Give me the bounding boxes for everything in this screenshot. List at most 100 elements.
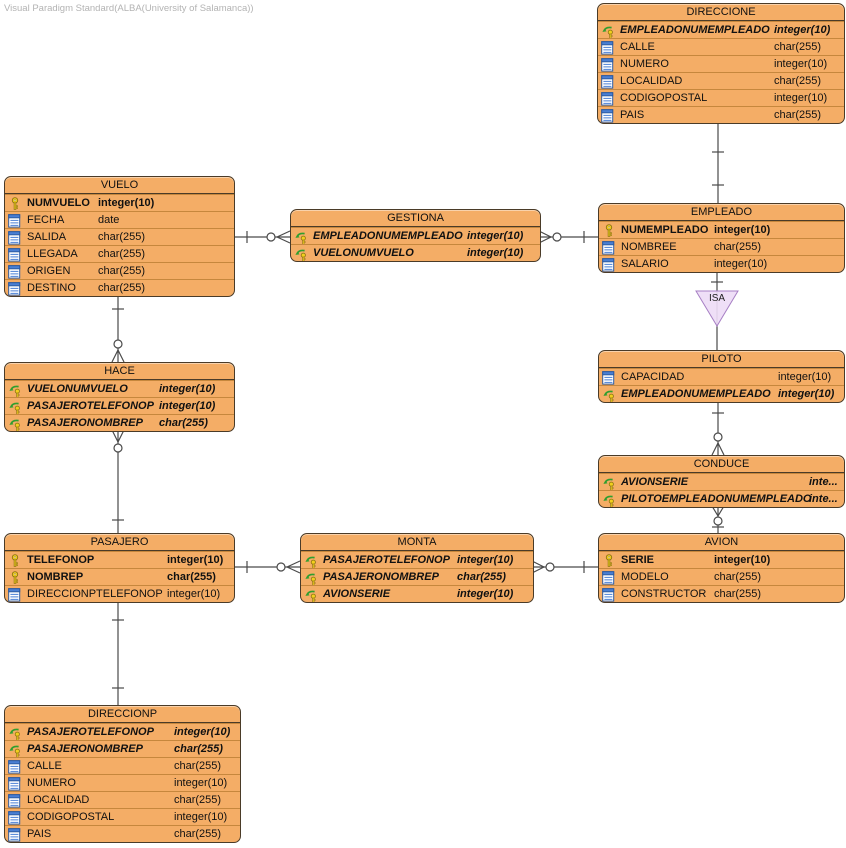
rel-vuelo-gestiona[interactable] [233, 230, 291, 244]
isa-triangle[interactable] [695, 290, 739, 327]
column-name: PASAJEROTELEFONOP [27, 400, 154, 412]
column-icon [602, 371, 616, 385]
column-name: FECHA [27, 214, 65, 226]
fk-key-icon [304, 554, 318, 569]
pk-key-icon [8, 197, 22, 211]
column-name: CODIGOPOSTAL [620, 92, 708, 104]
column-row[interactable]: FECHA date [5, 211, 234, 228]
fk-key-icon [601, 24, 615, 39]
column-row[interactable]: PASAJEROTELEFONOP integer(10) [5, 397, 234, 415]
column-name: MODELO [621, 571, 669, 583]
column-type: date [98, 214, 120, 226]
column-name: CONSTRUCTOR [621, 588, 707, 600]
column-row[interactable]: AVIONSERIE inte... [599, 473, 844, 491]
column-name: CAPACIDAD [621, 371, 685, 383]
column-icon [8, 282, 22, 296]
column-icon [8, 248, 22, 262]
entity-title-vuelo: VUELO [5, 177, 234, 194]
column-type: char(255) [159, 417, 208, 429]
column-name: SALIDA [27, 231, 67, 243]
rel-direccione-empleado[interactable] [712, 122, 724, 203]
column-type: char(255) [98, 265, 146, 277]
entity-conduce[interactable]: CONDUCE AVIONSERIE inte... PILOTOEMPLEADONU… [598, 455, 845, 508]
column-name: DIRECCIONPTELEFONOP [27, 588, 163, 600]
pk-key-icon [8, 554, 22, 568]
column-type: inte... [809, 476, 838, 488]
entity-title-conduce: CONDUCE [599, 456, 844, 473]
column-name: AVIONSERIE [621, 476, 689, 488]
column-name: CALLE [27, 760, 62, 772]
watermark: Visual Paradigm Standard(ALBA(University… [4, 3, 254, 14]
rel-piloto-conduce[interactable] [711, 401, 725, 456]
column-name: LOCALIDAD [620, 75, 683, 87]
column-type: integer(10) [159, 383, 216, 395]
column-type: integer(10) [159, 400, 216, 412]
column-icon [8, 777, 22, 791]
rel-hace-pasajero[interactable] [111, 429, 125, 533]
column-name: NUMEMPLEADO [621, 224, 709, 236]
column-type: integer(10) [778, 388, 835, 400]
rel-monta-avion[interactable] [531, 560, 598, 574]
entity-title-pasajero: PASAJERO [5, 534, 234, 551]
fk-key-icon [304, 571, 318, 586]
rel-pasajero-monta[interactable] [233, 560, 301, 574]
rel-vuelo-hace[interactable] [111, 295, 125, 363]
column-type: integer(10) [467, 230, 524, 242]
rel-pasajero-direccionp[interactable] [112, 601, 124, 705]
rel-gestiona-empleado[interactable] [538, 230, 598, 244]
column-name: PASAJERONOMBREP [27, 743, 143, 755]
rel-conduce-avion[interactable] [711, 505, 725, 533]
column-type: integer(10) [457, 588, 514, 600]
column-icon [602, 588, 616, 602]
isa-label: ISA [708, 293, 726, 304]
pk-key-icon [8, 571, 22, 585]
